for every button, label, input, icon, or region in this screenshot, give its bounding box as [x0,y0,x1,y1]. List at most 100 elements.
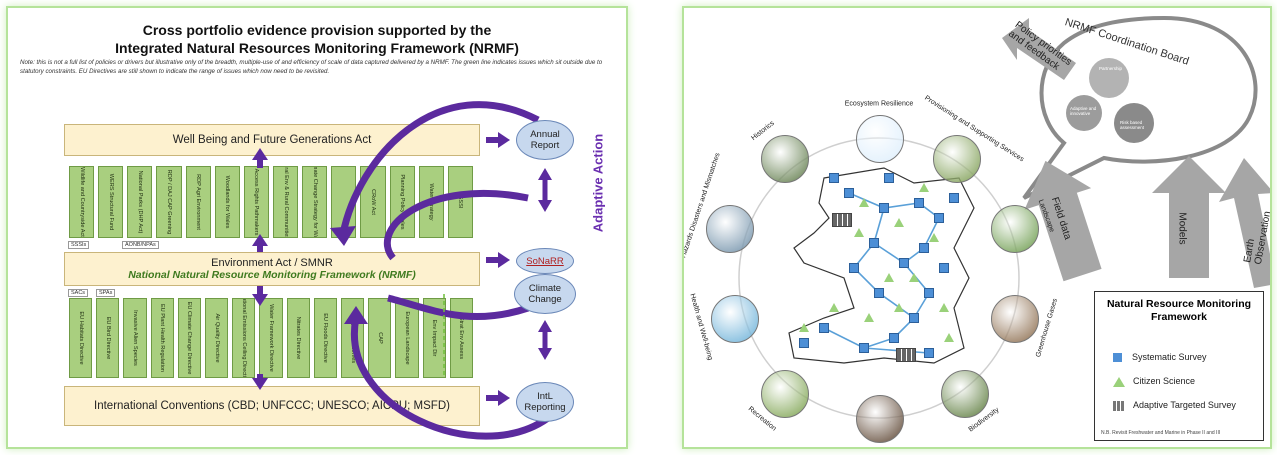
lower-box: Biosphere Reserves [341,298,365,378]
right-arrow-sonarr-head [498,252,510,268]
lower-box: EU Floods Directive [313,298,337,378]
legend-row-systematic: Systematic Survey [1113,352,1207,363]
systematic-survey-marker [949,193,959,203]
systematic-survey-marker [844,188,854,198]
lower-box-label: European Landscape [403,311,410,365]
lower-box-label: Water Framework Directive [267,304,274,372]
upper-box-label: Water Strategy [428,183,435,221]
legend-title: Natural Resource Monitoring Framework [1106,298,1252,323]
lower-box-label: CAP [376,332,383,344]
benefit-label: Health and Well-being [688,292,714,362]
wellbeing-act-bar: Well Being and Future Generations Act [64,124,480,156]
flood-photo-icon [706,205,754,253]
citizen-science-marker [829,303,839,312]
upper-box: CRoW Act [360,166,386,238]
lower-box-label: EU Plant Health Regulation [159,303,166,373]
environment-act-bar: Environment Act / SMNR National Natural … [64,252,480,286]
upper-box-label: WERS Structural Fund [107,173,114,231]
systematic-survey-marker [869,238,879,248]
lower-box: National Emissions Ceiling Directive [232,298,256,378]
upper-box: SSSI [447,166,473,238]
lower-box: EU Habitats Directive [69,298,93,378]
lower-box: Water Framework Directive [259,298,283,378]
citizen-science-marker [894,218,904,227]
upper-box: National Parks (DHP Act) [127,166,153,238]
upper-box-label: National Parks (DHP Act) [136,170,143,234]
systematic-survey-marker [909,313,919,323]
international-conventions-label: International Conventions (CBD; UNFCCC; … [94,400,450,412]
upper-box-label: Climate Change Strategy for Wales [311,166,318,238]
systematic-survey-marker [879,203,889,213]
citizen-science-marker [864,313,874,322]
citizen-science-marker [909,273,919,282]
citizen-science-marker [854,228,864,237]
citizen-science-marker [944,333,954,342]
gear-label-risk: Risk based assessment [1120,120,1145,130]
lower-box-label: Strat Env Assess [458,316,465,360]
tag-aonb: AONB/NPAs [122,241,159,249]
upper-box-label: CRoW Act [369,189,376,215]
citizen-science-marker [894,303,904,312]
lower-box: EU Plant Health Regulation [150,298,174,378]
arrow-label-models: Models [1176,212,1188,245]
lower-box-label: Env Impact Dir [431,319,438,357]
benefit-label: Ecosystem Resilience [844,100,914,108]
benefit-label: Soil [873,449,885,450]
right-arrow-intl-head [498,390,510,406]
lower-box-label: EU Climate Change Directive [186,301,193,375]
green-triangle-icon [1113,376,1125,387]
adaptive-targeted-survey-marker [896,348,916,362]
gear-label-partnership: Partnership [1099,66,1123,71]
lower-box-label: Biosphere Reserves [349,312,356,364]
systematic-survey-marker [874,288,884,298]
legend-row-citizen: Citizen Science [1113,376,1195,387]
upper-box: WERS Structural Fund [98,166,124,238]
upper-box-label: Access Rights Pathmakers [253,168,260,236]
international-conventions-bar: International Conventions (CBD; UNFCCC; … [64,386,480,426]
lower-box-label: Invasive Alien Species [131,310,138,366]
lower-box-label: EU Habitats Directive [77,311,84,365]
citizen-science-marker [859,198,869,207]
systematic-survey-marker [819,323,829,333]
landscape-photo-icon [991,205,1039,253]
soil-photo-icon [856,395,904,443]
citizen-science-marker [799,323,809,332]
lower-box-label: Nitrates Directive [295,316,302,360]
upper-box-label: SSSI [457,195,464,209]
ellipse-sonarr: SoNaRR [516,248,574,274]
legend-box: Natural Resource Monitoring Framework Sy… [1094,291,1264,441]
standing-stone-photo-icon [761,135,809,183]
upper-box-label: RDP / DAJ CAP Greening [165,169,172,235]
models-arrow-icon [1152,156,1226,278]
adaptive-action-label: Adaptive Action [590,133,606,233]
lower-box-label: Air Quality Directive [213,313,220,363]
panel-title-line2: Integrated Natural Resources Monitoring … [115,40,519,56]
upper-box: Natural Env & Rural Communities Act [273,166,299,238]
lower-box: Env Impact Dir [422,298,446,378]
upper-box: Access Rights Pathmakers [243,166,269,238]
nrmf-label: National Natural Resource Monitoring Fra… [128,269,416,281]
systematic-survey-marker [859,343,869,353]
upper-box: Wildlife and Countryside Act [69,166,95,238]
upper-box-label: RDP Agri Environment [195,174,202,230]
lower-box: CAP [368,298,392,378]
board-title: NRMF Coordination Board [1063,16,1191,68]
gear-partnership-icon [1089,58,1129,98]
citizen-science-marker [884,273,894,282]
citizen-science-marker [929,233,939,242]
lower-box-label: EU Floods Directive [322,313,329,363]
upper-box: Water Strategy [418,166,444,238]
right-arrow-report-head [498,132,510,148]
ellipse-climate-change: Climate Change [514,274,576,314]
policy-evidence-panel: Cross portfolio evidence provision suppo… [6,6,628,449]
legend-footnote: N.B. Revisit Freshwater and Marine in Ph… [1101,430,1221,436]
jumping-people-photo-icon [711,295,759,343]
bird-photo-icon [941,370,989,418]
systematic-survey-marker [939,263,949,273]
upper-box: Planning Policy Wales [389,166,415,238]
lower-box: European Landscape [395,298,419,378]
systematic-survey-marker [924,288,934,298]
legend-row-adaptive: Adaptive Targeted Survey [1113,400,1236,411]
tag-spas: SPAs [96,289,116,297]
